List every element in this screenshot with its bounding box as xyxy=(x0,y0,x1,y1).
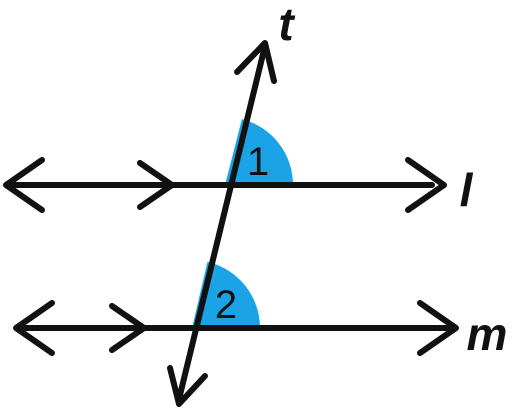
line-l xyxy=(3,157,447,213)
line-m-label: m xyxy=(467,308,508,360)
transversal-label: t xyxy=(278,0,295,50)
line-m xyxy=(13,300,459,356)
transversal-t xyxy=(167,40,277,407)
line-l-label: l xyxy=(460,164,474,216)
angle-2-label: 2 xyxy=(215,283,237,327)
angle-1-label: 1 xyxy=(247,140,269,184)
